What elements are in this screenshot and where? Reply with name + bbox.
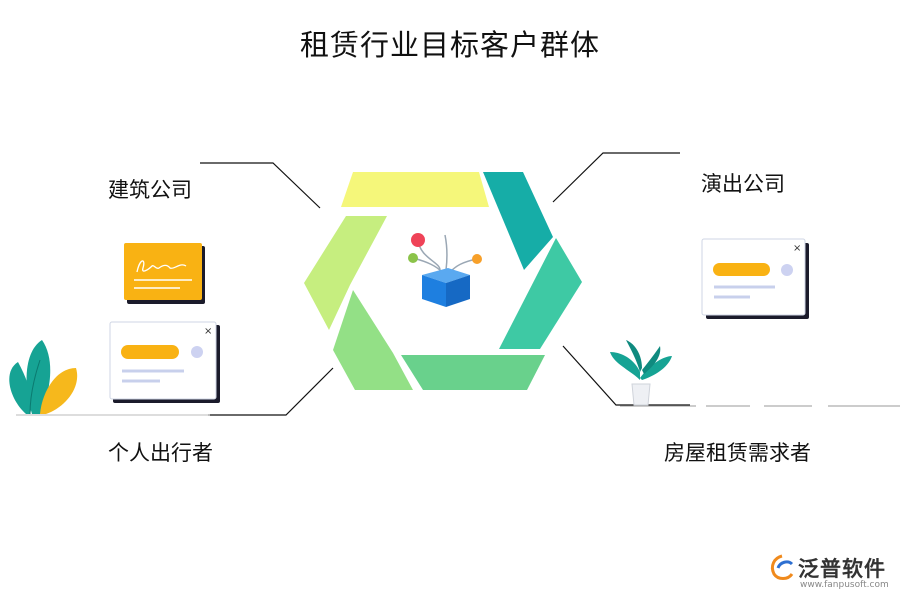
- label-housing-rental-seeker: 房屋租赁需求者: [664, 441, 811, 465]
- diagram-title: 租赁行业目标客户群体: [299, 28, 600, 62]
- signature-card-icon: [124, 243, 205, 304]
- brand-logo[interactable]: 泛普软件 www.fanpusoft.com: [768, 552, 893, 596]
- hex-segment-upper-right: [483, 172, 553, 270]
- hex-segment-bottom: [401, 355, 545, 390]
- plant-icon: [9, 340, 78, 415]
- dialog-card-icon: ×: [109, 321, 220, 403]
- svg-text:×: ×: [793, 243, 801, 254]
- potted-plant-icon: [610, 340, 672, 406]
- logo-url: www.fanpusoft.com: [800, 580, 889, 590]
- hex-segment-top: [341, 172, 489, 207]
- logo-icon: [770, 554, 794, 580]
- green-dot-icon: [408, 253, 418, 263]
- connector-bottom-left: [208, 367, 334, 416]
- logo-name: 泛普软件: [798, 557, 886, 581]
- network-box-icon: [408, 233, 482, 307]
- label-individual-traveler: 个人出行者: [108, 441, 213, 465]
- hex-segment-upper-left: [304, 216, 387, 330]
- hex-segment-lower-left: [333, 290, 413, 390]
- connector-bottom-right: [562, 345, 690, 406]
- svg-text:×: ×: [204, 326, 212, 337]
- red-dot-icon: [411, 233, 425, 247]
- label-construction-company: 建筑公司: [108, 178, 192, 202]
- orange-dot-icon: [472, 254, 482, 264]
- connector-top-left: [200, 162, 321, 209]
- connector-top-right: [552, 152, 680, 203]
- hex-segment-lower-right: [499, 238, 582, 349]
- dialog-card-icon-right: ×: [701, 238, 809, 319]
- label-performance-company: 演出公司: [701, 172, 785, 196]
